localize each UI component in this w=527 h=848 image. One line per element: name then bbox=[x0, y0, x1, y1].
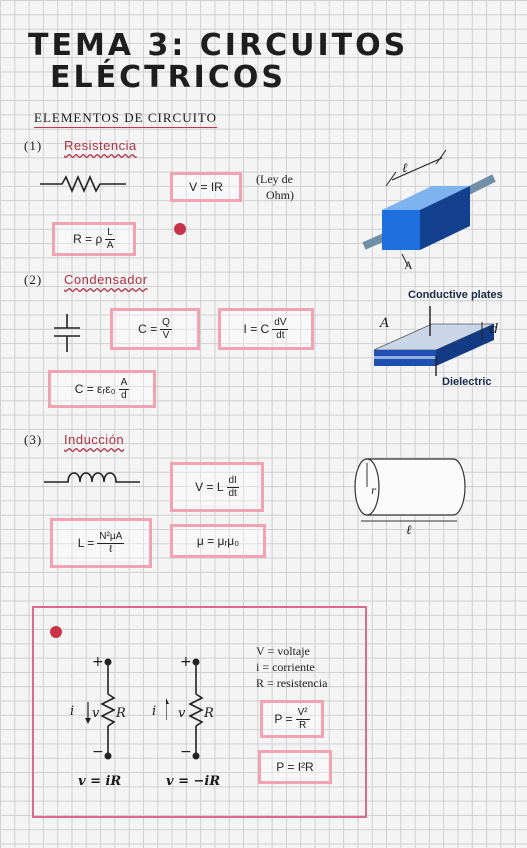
capacitor-current-fraction: dV dt bbox=[272, 316, 289, 342]
capacitance-box: C = Q V bbox=[110, 308, 200, 350]
capacitance-lhs: C = bbox=[138, 322, 158, 336]
power-voltage-den: R bbox=[298, 719, 307, 731]
circuit-2-plus: + bbox=[180, 654, 192, 670]
circuit-2-resistor-label: R bbox=[204, 706, 214, 721]
resistance-formula-box: R = ρ L A bbox=[52, 222, 136, 256]
power-voltage-num: V² bbox=[295, 706, 310, 720]
capacitance-den: V bbox=[162, 329, 170, 341]
dielectric-label: Dielectric bbox=[442, 376, 492, 388]
ohm-law-formula: V = IR bbox=[189, 180, 223, 194]
block-area-label: A bbox=[404, 258, 413, 272]
power-voltage-lhs: P = bbox=[274, 712, 293, 726]
power-voltage-box: P = V² R bbox=[260, 700, 324, 738]
circuit-diagram-2 bbox=[166, 658, 204, 760]
item-number-3: (3) bbox=[24, 432, 43, 447]
circuit-summary-frame bbox=[32, 606, 367, 818]
legend-resistance: R = resistencia bbox=[256, 676, 328, 690]
capacitor-plates-figure bbox=[373, 306, 495, 376]
inductor-voltage-fraction: dI dt bbox=[226, 474, 239, 500]
plate-capacitance-lhs: C = εᵣε₀ bbox=[74, 382, 116, 396]
cylinder-length-label: ℓ bbox=[406, 523, 412, 538]
conductive-plates-label: Conductive plates bbox=[408, 289, 503, 301]
legend-voltage: V = voltaje bbox=[256, 644, 310, 658]
capacitance-num: Q bbox=[160, 316, 172, 330]
inductance-num: N²μA bbox=[97, 530, 125, 544]
capacitance-fraction: Q V bbox=[160, 317, 172, 342]
plate-area-label: A bbox=[380, 316, 390, 331]
resistor-block-figure bbox=[362, 150, 496, 267]
resistance-lhs: R = ρ bbox=[73, 232, 103, 246]
plate-capacitance-den: d bbox=[121, 389, 127, 401]
inductor-symbol bbox=[44, 472, 140, 483]
power-current-formula: P = I²R bbox=[276, 760, 314, 774]
inductor-voltage-lhs: V = L bbox=[195, 480, 224, 494]
item-name-resistencia: Resistencia bbox=[64, 138, 137, 153]
block-length-label: ℓ bbox=[402, 161, 408, 176]
inductance-box: L = N²μA ℓ bbox=[50, 518, 152, 568]
item-name-induccion: Inducción bbox=[64, 432, 125, 447]
plate-capacitance-num: A bbox=[118, 376, 130, 390]
bullet-dot-icon bbox=[174, 223, 186, 235]
circuit-2-voltage-label: v bbox=[178, 706, 186, 721]
circuit-1-plus: + bbox=[92, 654, 104, 670]
permeability-formula: μ = μᵣμ₀ bbox=[196, 534, 240, 548]
cylinder-figure bbox=[354, 458, 466, 522]
circuit-1-voltage-label: v bbox=[92, 706, 100, 721]
cylinder-radius-label: r bbox=[371, 486, 376, 497]
circuit-diagram-1 bbox=[85, 658, 116, 760]
bullet-dot-icon bbox=[50, 626, 62, 638]
resistance-den: A bbox=[106, 239, 114, 251]
item-number-1: (1) bbox=[24, 138, 43, 153]
plate-capacitance-box: C = εᵣε₀ A d bbox=[48, 370, 156, 408]
capacitor-symbol bbox=[54, 314, 80, 352]
plate-distance-label: d bbox=[490, 322, 499, 337]
capacitor-current-den: dt bbox=[276, 329, 285, 341]
circuit-1-current-label: i bbox=[70, 704, 75, 719]
inductor-voltage-num: dI bbox=[226, 474, 239, 488]
power-current-box: P = I²R bbox=[258, 750, 332, 784]
circuit-1-minus: − bbox=[92, 744, 104, 760]
capacitor-current-num: dV bbox=[272, 316, 289, 330]
power-voltage-fraction: V² R bbox=[295, 706, 310, 732]
title-line-1: TEMA 3: CIRCUITOS bbox=[28, 28, 409, 63]
item-name-condensador: Condensador bbox=[64, 272, 148, 287]
ohm-law-box: V = IR bbox=[170, 172, 242, 202]
circuit-2-current-label: i bbox=[152, 704, 157, 719]
resistance-num: L bbox=[105, 226, 115, 240]
capacitor-current-lhs: I = C bbox=[243, 322, 270, 336]
circuit-1-equation: v = iR bbox=[78, 774, 122, 789]
circuit-2-minus: − bbox=[180, 744, 192, 760]
inductor-voltage-box: V = L dI dt bbox=[170, 462, 264, 512]
inductance-den: ℓ bbox=[109, 543, 113, 555]
legend-current: i = corriente bbox=[256, 660, 315, 674]
inductor-voltage-den: dt bbox=[228, 487, 237, 499]
ohm-note-line-1: (Ley de bbox=[256, 172, 293, 186]
resistance-fraction: L A bbox=[105, 227, 115, 252]
permeability-box: μ = μᵣμ₀ bbox=[170, 524, 266, 558]
resistor-symbol bbox=[40, 174, 126, 194]
ohm-note-line-2: Ohm) bbox=[266, 188, 294, 202]
circuit-1-resistor-label: R bbox=[116, 706, 126, 721]
title-line-2: ELÉCTRICOS bbox=[50, 60, 286, 95]
capacitor-current-box: I = C dV dt bbox=[218, 308, 314, 350]
plate-capacitance-fraction: A d bbox=[118, 376, 130, 402]
circuit-2-equation: v = −iR bbox=[166, 774, 221, 789]
inductance-fraction: N²μA ℓ bbox=[97, 530, 125, 556]
section-heading: ELEMENTOS DE CIRCUITO bbox=[34, 110, 218, 128]
inductance-lhs: L = bbox=[77, 536, 95, 550]
item-number-2: (2) bbox=[24, 272, 43, 287]
